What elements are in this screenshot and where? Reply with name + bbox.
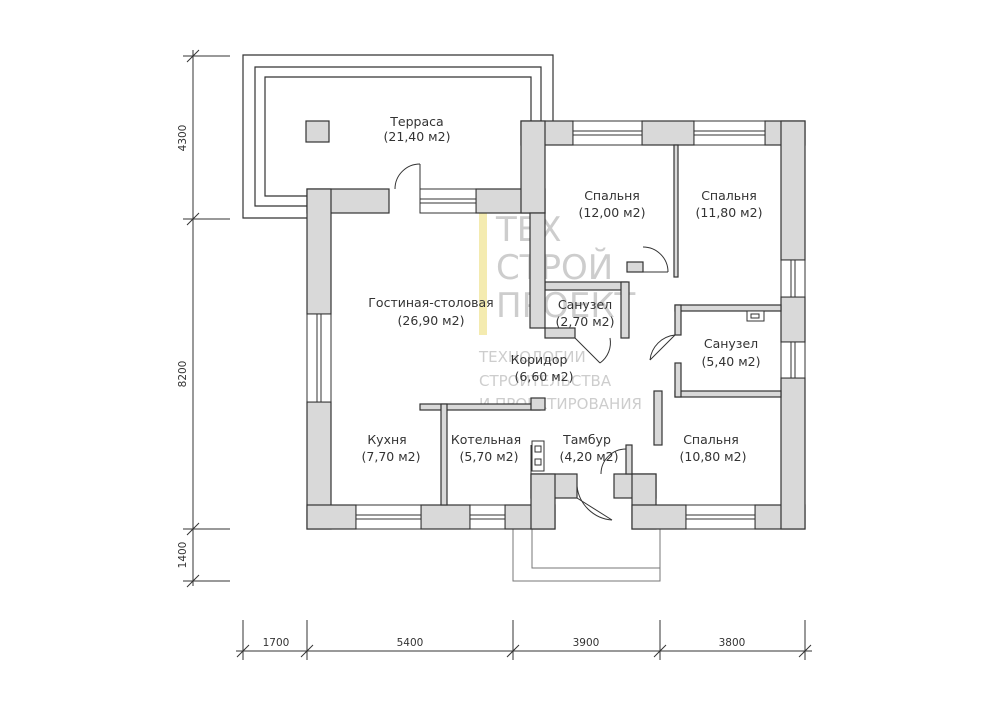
- wall-bath-large-bottom: [674, 390, 782, 398]
- dimension-horizontal: [236, 620, 812, 660]
- wall-kitchen-boiler-top: [419, 403, 541, 411]
- dimension-vertical: [183, 49, 230, 588]
- windows: [306, 120, 806, 530]
- wall-bath-small-left: [529, 212, 546, 329]
- room-name-boiler: Котельная: [451, 432, 521, 447]
- room-name-bedroom-3: Спальня: [683, 432, 739, 447]
- window-living-top: [419, 188, 477, 214]
- window-bed2-right: [780, 259, 806, 298]
- boiler-unit-detail-1: [534, 445, 542, 453]
- window-boiler-bottom: [469, 504, 506, 530]
- boiler-unit-detail-2: [534, 458, 542, 466]
- wall-left-upper: [306, 188, 332, 315]
- room-area-boiler: (5,70 м2): [460, 449, 519, 464]
- watermark-accent-bar: [479, 197, 487, 335]
- bath-heater-detail: [750, 313, 760, 319]
- wall-bath-large-left-lower: [674, 362, 682, 398]
- room-area-terrace: (21,40 м2): [384, 129, 451, 144]
- room-area-bedroom-1: (12,00 м2): [579, 205, 646, 220]
- dim-horizontal-1: 1700: [263, 637, 290, 649]
- window-living-left: [306, 313, 332, 403]
- room-name-vestibule: Тамбур: [562, 432, 611, 447]
- porch-outline: [512, 529, 661, 582]
- room-name-corridor: Коридор: [511, 352, 568, 367]
- door-bedroom-3: [600, 448, 627, 475]
- wall-bed1-step: [626, 261, 644, 273]
- room-name-kitchen: Кухня: [367, 432, 406, 447]
- room-area-bedroom-3: (10,80 м2): [680, 449, 747, 464]
- wall-right-upper: [780, 120, 806, 261]
- doors: [394, 163, 676, 521]
- wall-boiler-vestibule: [530, 397, 546, 411]
- wall-bed3-left: [625, 444, 633, 475]
- porch-inner-line: [531, 529, 660, 569]
- walls: [306, 120, 806, 530]
- dim-vertical-2: 8200: [177, 361, 189, 388]
- room-area-vestibule: (4,20 м2): [560, 449, 619, 464]
- terrace-outline-outer: [242, 54, 554, 219]
- window-bed2-top: [693, 120, 766, 146]
- dim-horizontal-2: 5400: [397, 637, 424, 649]
- wall-bed1-bed2: [673, 144, 679, 278]
- window-bed3-bottom: [685, 504, 756, 530]
- terrace-pillar: [305, 120, 330, 143]
- fixtures: [531, 310, 765, 472]
- room-name-bedroom-2: Спальня: [701, 188, 757, 203]
- room-area-kitchen: (7,70 м2): [362, 449, 421, 464]
- room-area-corridor: (6,60 м2): [515, 369, 574, 384]
- wall-bottom-left: [306, 504, 357, 530]
- dim-horizontal-3: 3900: [573, 637, 600, 649]
- wall-bottom-right-b: [631, 504, 687, 530]
- wall-bath-small-bottom: [544, 327, 576, 339]
- room-area-bathroom-small: (2,70 м2): [556, 314, 615, 329]
- door-terrace: [394, 163, 421, 190]
- watermark-small-1: ТЕХНОЛОГИИ: [478, 348, 586, 366]
- wall-bath-small-top: [544, 281, 628, 291]
- door-bathroom-small: [574, 337, 611, 364]
- door-bedroom-1: [642, 246, 669, 273]
- room-name-bedroom-1: Спальня: [584, 188, 640, 203]
- watermark-line-2: СТРОЙ: [496, 247, 613, 288]
- window-bed1-top: [572, 120, 643, 146]
- terrace-outline-inner: [254, 66, 542, 207]
- wall-bath-small-right: [620, 281, 630, 339]
- wall-bath-large-left: [674, 304, 682, 336]
- watermark-line-3: ПРОЕКТ: [496, 286, 635, 326]
- door-entrance: [576, 485, 613, 521]
- door-bathroom-large: [649, 334, 676, 361]
- terrace-outline-inner2: [264, 76, 532, 197]
- window-kitchen-bottom: [355, 504, 422, 530]
- dim-vertical-1: 4300: [177, 125, 189, 152]
- room-labels: Терраса (21,40 м2) Гостиная-столовая (26…: [362, 114, 763, 464]
- room-name-terrace: Терраса: [389, 114, 443, 129]
- wall-right-lower: [780, 377, 806, 530]
- wall-right-mid: [780, 296, 806, 343]
- room-area-bedroom-2: (11,80 м2): [696, 205, 763, 220]
- room-name-living: Гостиная-столовая: [368, 295, 493, 310]
- terrace: [242, 54, 554, 219]
- room-name-bathroom-small: Санузел: [558, 297, 612, 312]
- wall-bath-large-top: [674, 304, 782, 312]
- room-name-bathroom-large: Санузел: [704, 336, 758, 351]
- watermark-small-2: СТРОИТЕЛЬСТВА: [479, 372, 612, 390]
- room-area-living: (26,90 м2): [398, 313, 465, 328]
- room-area-bathroom-large: (5,40 м2): [702, 354, 761, 369]
- window-bath-large-right: [780, 341, 806, 379]
- dim-horizontal-4: 3800: [719, 637, 746, 649]
- wall-bottom-mid: [420, 504, 471, 530]
- watermark-line-1: ТЕХ: [495, 210, 562, 250]
- wall-kitchen-boiler: [440, 403, 448, 506]
- wall-top-right-b: [520, 120, 546, 214]
- wall-corridor-bed3: [653, 390, 663, 446]
- dim-vertical-3: 1400: [177, 542, 189, 569]
- wall-bottom-boiler-left: [530, 473, 556, 530]
- wall-top-right-c: [641, 120, 695, 146]
